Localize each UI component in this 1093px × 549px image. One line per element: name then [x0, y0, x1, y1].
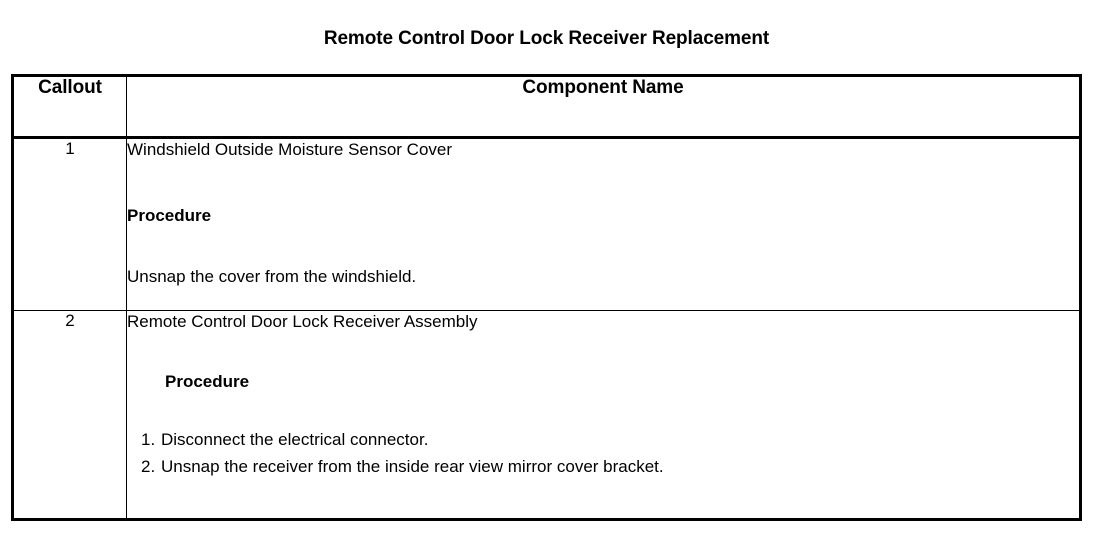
- component-name-1: Windshield Outside Moisture Sensor Cover: [127, 140, 453, 159]
- column-header-component-name: Component Name: [126, 75, 1081, 139]
- list-item-text: Unsnap the receiver from the inside rear…: [161, 457, 664, 477]
- procedure-step-list: 1. Disconnect the electrical connector. …: [127, 426, 1079, 481]
- list-marker: 2.: [141, 457, 156, 477]
- procedure-step-1: Unsnap the cover from the windshield.: [127, 266, 417, 286]
- table-row: 2 Remote Control Door Lock Receiver Asse…: [12, 310, 1081, 520]
- list-item: 1. Disconnect the electrical connector.: [127, 426, 1079, 454]
- component-cell-2: Remote Control Door Lock Receiver Assemb…: [126, 310, 1081, 520]
- component-table: Callout Component Name 1 Windshield Outs…: [11, 74, 1082, 521]
- spacer: [127, 227, 1079, 266]
- callout-number-1: 1: [12, 137, 127, 311]
- procedure-heading-2: Procedure: [165, 371, 250, 391]
- table-header-row: Callout Component Name: [12, 75, 1081, 139]
- component-cell-1: Windshield Outside Moisture Sensor Cover…: [126, 137, 1081, 311]
- list-item-text: Disconnect the electrical connector.: [161, 429, 429, 449]
- column-header-callout: Callout: [12, 75, 127, 139]
- table-row: 1 Windshield Outside Moisture Sensor Cov…: [12, 137, 1081, 311]
- component-name-2: Remote Control Door Lock Receiver Assemb…: [127, 312, 478, 331]
- callout-number-2: 2: [12, 310, 127, 520]
- list-item: 2. Unsnap the receiver from the inside r…: [127, 453, 1079, 481]
- procedure-heading-1: Procedure: [127, 205, 212, 225]
- spacer: [127, 393, 1079, 426]
- spacer: [127, 161, 1079, 205]
- spacer: [127, 333, 1079, 371]
- list-marker: 1.: [141, 429, 156, 449]
- page-title: Remote Control Door Lock Receiver Replac…: [323, 28, 770, 49]
